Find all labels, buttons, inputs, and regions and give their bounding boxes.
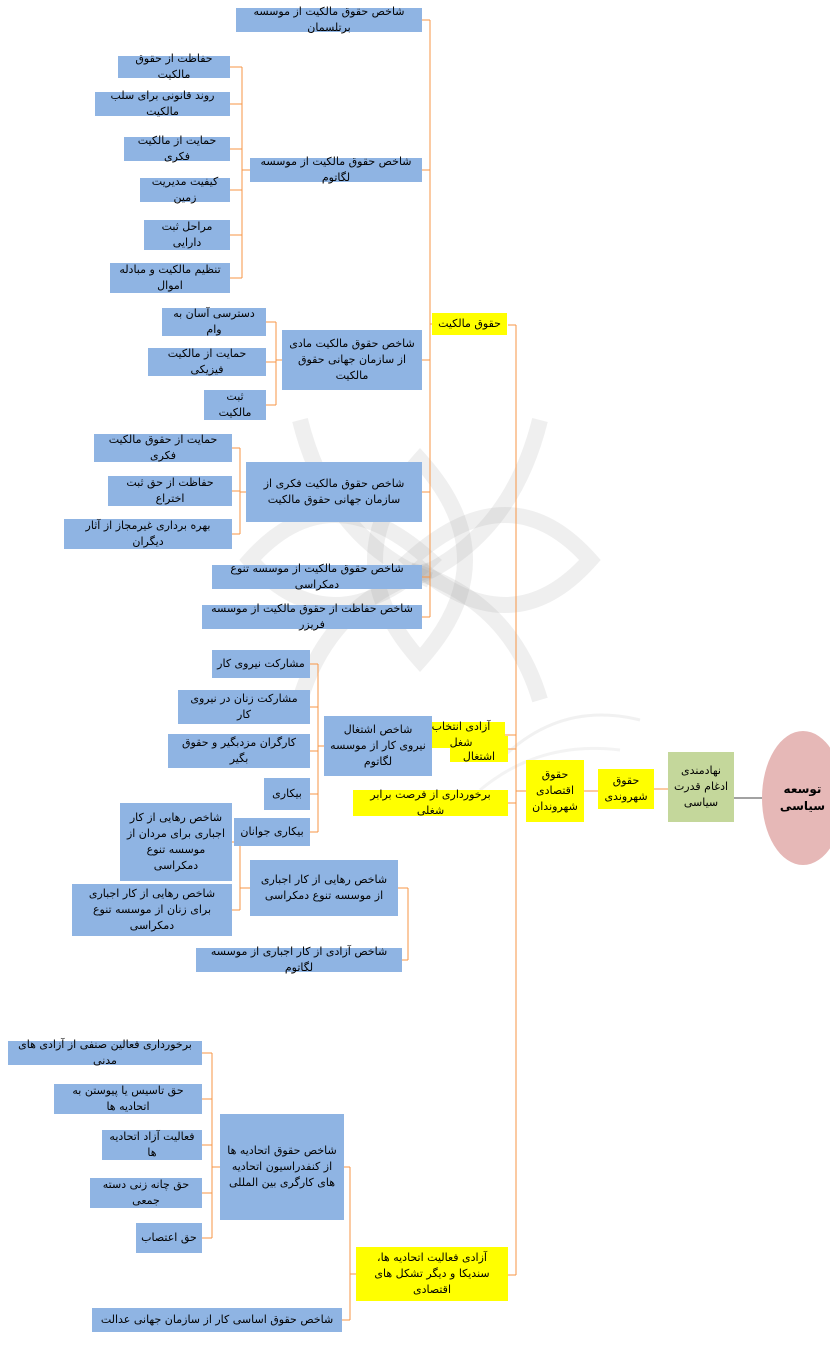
leaf-intellectual-3[interactable]: بهره برداری غیرمجاز از آثار دیگران [64, 519, 232, 549]
category-unions[interactable]: آزادی فعالیت اتحادیه ها، سندیکا و دیگر ت… [356, 1247, 508, 1301]
indicator-legatum[interactable]: شاخص حقوق مالکیت از موسسه لگاتوم [250, 155, 422, 184]
leaf-label: حق چانه زنی دسته جمعی [102, 1178, 190, 1207]
indicator-berteslman[interactable]: شاخص حقوق مالکیت از موسسه برتلسمان [236, 5, 422, 34]
leaf-label: حق تاسیس یا پیوستن به اتحادیه ها [72, 1084, 184, 1113]
indicator-wjp[interactable]: شاخص حقوق اساسی کار از سازمان جهانی عدال… [92, 1308, 342, 1332]
indicator-forced-labor-vdem[interactable]: شاخص رهایی از کار اجباری از موسسه تنوع د… [250, 860, 398, 916]
leaf-label: شاخص رهایی از کار اجباری برای زنان از مو… [88, 887, 216, 932]
leaf-label: دسترسی آسان به وام [173, 307, 255, 336]
leaf-label: حفاظت از حقوق مالکیت [135, 52, 213, 81]
leaf-label: کیفیت مدیریت زمین [151, 175, 219, 204]
leaf-legatum-4[interactable]: کیفیت مدیریت زمین [140, 175, 230, 204]
indicator-democracy-variety-label: شاخص حقوق مالکیت از موسسه تنوع دمکراسی [230, 562, 404, 591]
root-node[interactable]: توسعه سیاسی [762, 731, 830, 865]
category-equal-opportunity-label: برخورداری از فرصت برابر شغلی [370, 788, 491, 817]
leaf-legatum-3[interactable]: حمایت از مالکیت فکری [124, 134, 230, 163]
level1-label: نهادمندی ادغام قدرت سیاسی [673, 764, 729, 809]
indicator-intellectual[interactable]: شاخص حقوق مالکیت فکری از سازمان جهانی حق… [246, 462, 422, 522]
leaf-forced-labor-2[interactable]: شاخص رهایی از کار اجباری برای زنان از مو… [72, 884, 232, 936]
indicator-ituc-label: شاخص حقوق اتحادیه ها از کنفدراسیون اتحاد… [227, 1144, 337, 1189]
category-property-label: حقوق مالکیت [438, 317, 501, 331]
leaf-label: مراحل ثبت دارایی [161, 220, 213, 249]
indicator-berteslman-label: شاخص حقوق مالکیت از موسسه برتلسمان [253, 5, 405, 34]
leaf-label: ثبت مالکیت [218, 390, 252, 419]
level1-node[interactable]: نهادمندی ادغام قدرت سیاسی [668, 752, 734, 822]
leaf-labor-5[interactable]: بیکاری جوانان [234, 818, 310, 846]
category-equal-opportunity[interactable]: برخورداری از فرصت برابر شغلی [353, 788, 508, 817]
level2-label: حقوق شهروندی [604, 774, 648, 803]
level3-label: حقوق اقتصادی شهروندان [532, 768, 578, 813]
leaf-label: شاخص رهایی از کار اجباری برای مردان از م… [126, 811, 226, 872]
indicator-labor-legatum[interactable]: شاخص اشتغال نیروی کار از موسسه لگاتوم [324, 716, 432, 776]
leaf-physical-3[interactable]: ثبت مالکیت [204, 390, 266, 420]
leaf-label: حمایت از حقوق مالکیت فکری [108, 433, 218, 462]
category-job-choice-label: آزادی انتخاب شغل [431, 720, 491, 749]
leaf-label: مشارکت زنان در نیروی کار [190, 692, 298, 721]
leaf-forced-labor-1[interactable]: شاخص رهایی از کار اجباری برای مردان از م… [120, 803, 232, 881]
indicator-forced-labor-legatum-label: شاخص آزادی از کار اجباری از موسسه لگاتوم [210, 945, 388, 974]
leaf-unions-4[interactable]: حق چانه زنی دسته جمعی [90, 1178, 202, 1208]
level2-node[interactable]: حقوق شهروندی [598, 769, 654, 809]
indicator-forced-labor-legatum[interactable]: شاخص آزادی از کار اجباری از موسسه لگاتوم [196, 945, 402, 974]
level3-node[interactable]: حقوق اقتصادی شهروندان [526, 760, 584, 822]
indicator-labor-legatum-label: شاخص اشتغال نیروی کار از موسسه لگاتوم [330, 723, 426, 768]
leaf-label: فعالیت آزاد اتحادیه ها [109, 1130, 195, 1159]
indicator-fraser-label: شاخص حفاظت از حقوق مالکیت از موسسه فریزر [211, 602, 413, 631]
leaf-unions-2[interactable]: حق تاسیس یا پیوستن به اتحادیه ها [54, 1084, 202, 1114]
leaf-unions-3[interactable]: فعالیت آزاد اتحادیه ها [102, 1130, 202, 1160]
leaf-label: حق اعتصاب [141, 1231, 197, 1245]
leaf-physical-1[interactable]: دسترسی آسان به وام [162, 307, 266, 336]
leaf-legatum-6[interactable]: تنظیم مالکیت و مبادله اموال [110, 263, 230, 293]
indicator-physical-label: شاخص حقوق مالکیت مادی از سازمان جهانی حق… [289, 337, 415, 382]
leaf-labor-4[interactable]: بیکاری [264, 778, 310, 810]
leaf-unions-5[interactable]: حق اعتصاب [136, 1223, 202, 1253]
leaf-label: بهره برداری غیرمجاز از آثار دیگران [85, 519, 211, 548]
indicator-democracy-variety[interactable]: شاخص حقوق مالکیت از موسسه تنوع دمکراسی [212, 562, 422, 591]
leaf-label: حفاظت از حق ثبت اختراع [126, 476, 214, 505]
indicator-fraser[interactable]: شاخص حفاظت از حقوق مالکیت از موسسه فریزر [202, 602, 422, 631]
leaf-labor-1[interactable]: مشارکت نیروی کار [212, 650, 310, 678]
leaf-physical-2[interactable]: حمایت از مالکیت فیزیکی [148, 347, 266, 376]
leaf-label: بیکاری جوانان [240, 825, 304, 839]
leaf-label: برخورداری فعالین صنفی از آزادی های مدنی [18, 1038, 192, 1067]
leaf-legatum-1[interactable]: حفاظت از حقوق مالکیت [118, 52, 230, 81]
leaf-labor-2[interactable]: مشارکت زنان در نیروی کار [178, 690, 310, 724]
leaf-label: تنظیم مالکیت و مبادله اموال [119, 263, 221, 292]
leaf-label: روند قانونی برای سلب مالکیت [110, 89, 215, 118]
leaf-label: بیکاری [272, 787, 302, 801]
category-property[interactable]: حقوق مالکیت [432, 313, 507, 335]
indicator-physical[interactable]: شاخص حقوق مالکیت مادی از سازمان جهانی حق… [282, 330, 422, 390]
leaf-label: حمایت از مالکیت فیزیکی [167, 347, 247, 376]
indicator-ituc[interactable]: شاخص حقوق اتحادیه ها از کنفدراسیون اتحاد… [220, 1114, 344, 1220]
leaf-labor-3[interactable]: کارگران مزدبگیر و حقوق بگیر [168, 734, 310, 768]
leaf-label: حمایت از مالکیت فکری [137, 134, 217, 163]
indicator-legatum-label: شاخص حقوق مالکیت از موسسه لگاتوم [260, 155, 412, 184]
category-unions-label: آزادی فعالیت اتحادیه ها، سندیکا و دیگر ت… [374, 1251, 490, 1296]
indicator-forced-labor-vdem-label: شاخص رهایی از کار اجباری از موسسه تنوع د… [260, 873, 388, 902]
leaf-legatum-2[interactable]: روند قانونی برای سلب مالکیت [95, 89, 230, 118]
indicator-wjp-label: شاخص حقوق اساسی کار از سازمان جهانی عدال… [100, 1313, 334, 1327]
leaf-unions-1[interactable]: برخورداری فعالین صنفی از آزادی های مدنی [8, 1038, 202, 1067]
leaf-label: مشارکت نیروی کار [217, 657, 305, 671]
leaf-intellectual-2[interactable]: حفاظت از حق ثبت اختراع [108, 476, 232, 506]
leaf-label: کارگران مزدبگیر و حقوق بگیر [181, 736, 297, 765]
root-label: توسعه سیاسی [779, 781, 826, 813]
leaf-intellectual-1[interactable]: حمایت از حقوق مالکیت فکری [94, 433, 232, 462]
leaf-legatum-5[interactable]: مراحل ثبت دارایی [144, 220, 230, 250]
indicator-intellectual-label: شاخص حقوق مالکیت فکری از سازمان جهانی حق… [263, 477, 405, 506]
